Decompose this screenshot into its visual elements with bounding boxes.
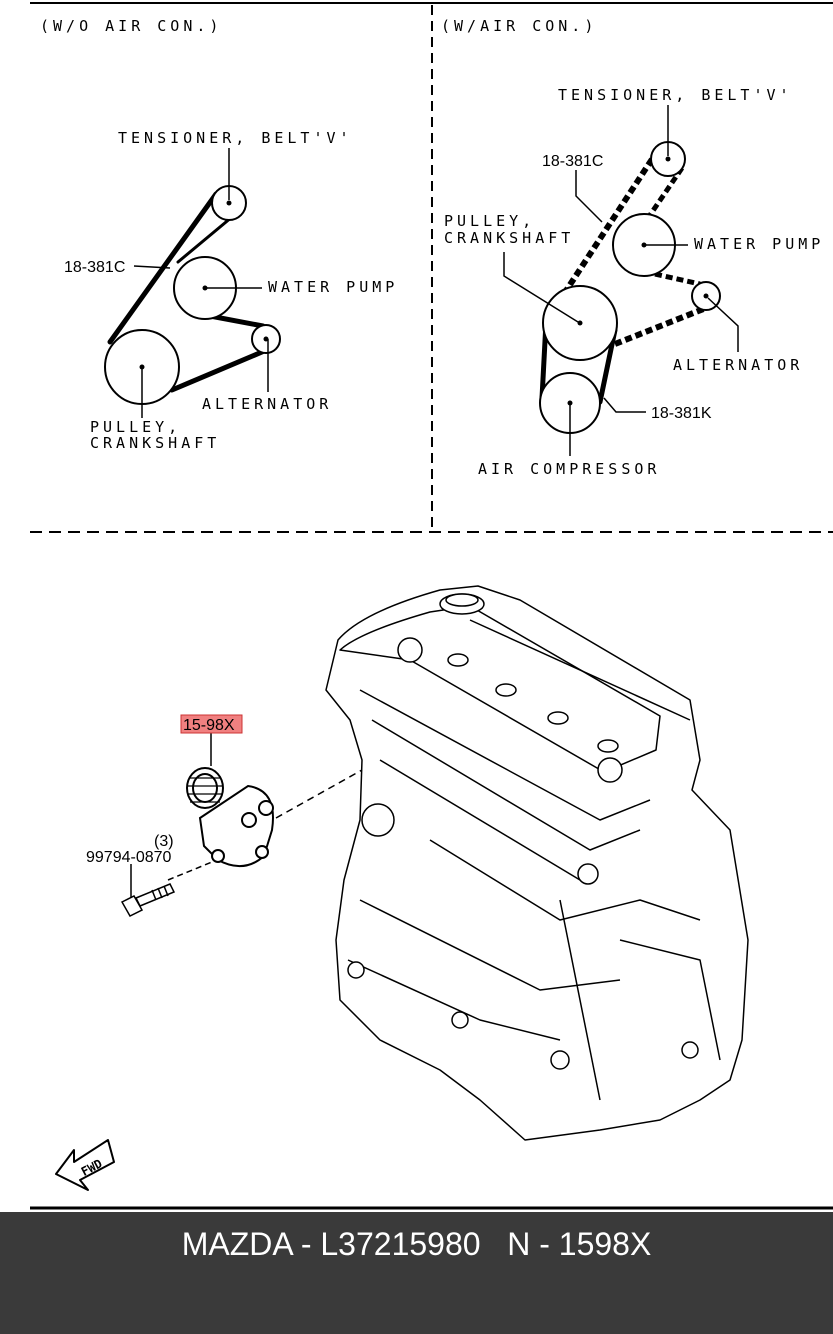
left-tensioner-label: TENSIONER, BELT'V' <box>118 129 353 147</box>
part-label: 15-98X <box>183 717 235 734</box>
right-belt-k-label: 18-381K <box>651 405 712 422</box>
left-pulleys <box>104 185 281 405</box>
bolt-quantity: (3) <box>154 833 174 850</box>
footer-part-caption: MAZDA - L37215980 N - 1598X <box>181 1226 652 1262</box>
right-tensioner-label: TENSIONER, BELT'V' <box>558 86 793 104</box>
right-panel-title: (W/AIR CON.) <box>441 17 597 35</box>
right-air-compressor-label: AIR COMPRESSOR <box>478 460 660 478</box>
right-belt-c-label: 18-381C <box>542 153 603 170</box>
belt-routing-diagram: (W/O AIR CON.) TENSIONER, BELT'V' <box>30 2 833 1210</box>
part-label-highlight <box>180 714 243 734</box>
bolt <box>120 883 176 917</box>
left-water-pump-label: WATER PUMP <box>268 278 398 296</box>
engine-view: 15-98X (3) 99794-0870 FWD <box>55 585 749 1191</box>
right-water-pump-label: WATER PUMP <box>694 235 824 253</box>
left-panel-title: (W/O AIR CON.) <box>40 17 222 35</box>
bolt-part-number: 99794-0870 <box>86 849 172 866</box>
footer-bar: MAZDA - L37215980 N - 1598X <box>0 1212 833 1334</box>
right-pulley-label-line2: CRANKSHAFT <box>444 229 574 247</box>
right-belt-c <box>557 148 708 347</box>
right-panel: (W/AIR CON.) <box>441 17 824 478</box>
left-alternator-label: ALTERNATOR <box>202 395 332 413</box>
left-pulley-label-line1: PULLEY, <box>90 418 181 436</box>
right-pulley-label-line1: PULLEY, <box>444 212 535 230</box>
left-panel: (W/O AIR CON.) TENSIONER, BELT'V' <box>40 17 398 452</box>
tensioner-part <box>186 767 274 867</box>
left-pulley-label-line2: CRANKSHAFT <box>90 434 220 452</box>
right-pulleys <box>539 141 721 434</box>
left-belt-label: 18-381C <box>64 259 125 276</box>
panel-frame <box>30 2 833 1210</box>
mounting-guide-line <box>275 769 363 819</box>
fwd-arrow-icon: FWD <box>55 1139 115 1191</box>
right-alternator-label: ALTERNATOR <box>673 356 803 374</box>
